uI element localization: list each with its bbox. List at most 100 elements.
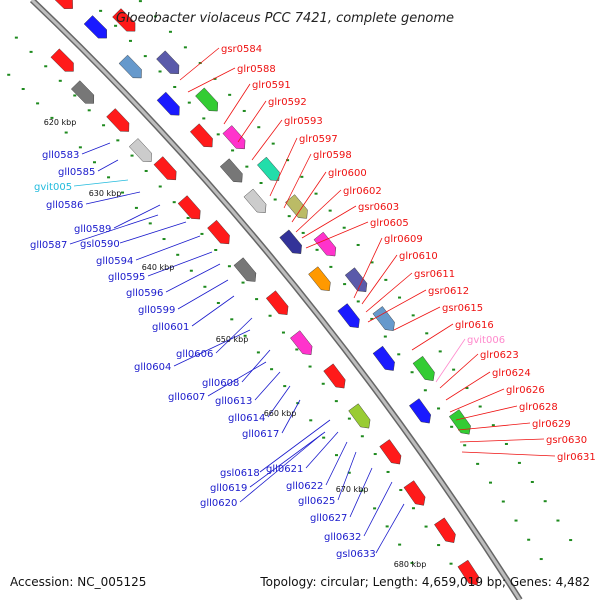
gene-arrow (313, 231, 337, 257)
outer-guide-dot (203, 285, 207, 288)
leader-line (251, 119, 283, 161)
gene-label-right: glr0592 (268, 97, 307, 108)
outer-guide-dot (116, 139, 120, 142)
gene-arrow (403, 480, 426, 506)
leader-line (81, 142, 111, 155)
inner-guide-dot (411, 314, 415, 317)
leader-line (295, 189, 342, 233)
leader-line (187, 67, 236, 93)
gene-arrow (372, 345, 395, 371)
outer-guide-dot (44, 65, 48, 68)
gene-label-left: gll0622 (286, 481, 323, 492)
outer-guide-dot (214, 249, 218, 252)
gene-feature (112, 8, 136, 32)
gene-label-left: gll0613 (215, 396, 252, 407)
gene-arrow (233, 257, 257, 282)
outer-guide-dot (360, 435, 364, 438)
leader-line (113, 204, 161, 229)
gene-label-left: gll0589 (74, 224, 111, 235)
leader-line (361, 254, 398, 305)
outer-guide-dot (334, 454, 338, 457)
gene-feature (379, 439, 402, 465)
inner-guide-dot (286, 159, 290, 162)
inner-guide-dot (300, 175, 304, 178)
leader-line (165, 263, 221, 293)
gene-label-right: gsr0611 (414, 269, 455, 280)
gene-label-left: gll0586 (46, 200, 83, 211)
leader-line (445, 371, 491, 401)
gene-label-left: gll0608 (202, 378, 239, 389)
outer-guide-dot (283, 385, 287, 388)
outer-guide-dot (256, 351, 260, 354)
inner-guide-dot (489, 481, 493, 484)
leader-line (267, 385, 291, 418)
outer-guide-dot (73, 94, 77, 97)
outer-guide-dot (134, 206, 138, 209)
outer-guide-dot (424, 525, 428, 528)
outer-guide-dot (58, 79, 62, 82)
inner-guide-dot (543, 500, 547, 503)
inner-guide-dot (273, 198, 277, 201)
outer-guide-dot (321, 382, 325, 385)
gene-feature (49, 0, 73, 9)
gene-label-right: gsr0603 (358, 202, 399, 213)
gene-label-right: glr0588 (237, 64, 276, 75)
gene-arrow (308, 266, 331, 291)
gene-arrow (337, 303, 360, 328)
inner-guide-dot (245, 165, 249, 168)
leader-line (439, 353, 479, 389)
leader-line (119, 221, 187, 244)
gene-label-left: gll0632 (324, 532, 361, 543)
inner-guide-dot (370, 317, 374, 320)
inner-guide-dot (173, 85, 177, 88)
outer-guide-dot (308, 365, 312, 368)
gene-label-left: gsl0618 (220, 468, 260, 479)
gene-arrow (207, 219, 230, 245)
outer-guide-dot (373, 453, 377, 456)
leader-line (259, 419, 331, 473)
leader-line (223, 83, 251, 125)
outer-guide-dot (437, 544, 441, 547)
gene-arrow (156, 91, 180, 116)
gene-label-right: glr0593 (284, 116, 323, 127)
gene-label-right: gvit006 (467, 335, 505, 346)
gene-arrow (118, 54, 142, 79)
gene-feature (412, 355, 435, 381)
gene-feature (409, 398, 431, 424)
gene-label-left: gll0585 (58, 167, 95, 178)
backbone-line (30, 0, 522, 600)
inner-guide-dot (410, 371, 414, 374)
tick-label: 660 kbp (264, 409, 297, 418)
outer-guide-dot (162, 238, 166, 241)
outer-guide-dot (227, 265, 231, 268)
tick-label: 620 kbp (44, 118, 77, 127)
leader-line (207, 361, 267, 397)
gene-feature (344, 267, 368, 293)
outer-guide-dot (334, 400, 338, 403)
outer-guide-dot (87, 109, 91, 112)
gene-arrow (457, 559, 480, 586)
tick-label: 640 kbp (142, 263, 175, 272)
gene-label-left: gll0621 (266, 464, 303, 475)
inner-guide-dot (202, 117, 206, 120)
inner-guide-dot (569, 539, 573, 542)
gene-label-right: glr0626 (506, 385, 545, 396)
gene-arrow (279, 229, 302, 254)
gene-feature (372, 345, 395, 371)
outer-guide-dot (449, 562, 453, 565)
gene-label-right: gsr0612 (428, 286, 469, 297)
inner-guide-dot (356, 243, 360, 246)
inner-guide-dot (383, 335, 387, 338)
leader-line (97, 159, 119, 172)
outer-guide-dot (347, 471, 351, 474)
gene-label-left: gll0601 (152, 322, 189, 333)
gene-arrow (257, 156, 280, 181)
leader-line (393, 306, 441, 331)
gene-feature (195, 87, 218, 112)
gene-feature (233, 257, 257, 282)
outer-guide-dot (7, 73, 11, 76)
outer-guide-dot (399, 489, 403, 492)
gene-feature (70, 80, 95, 104)
gene-label-right: glr0598 (313, 150, 352, 161)
outer-guide-dot (230, 318, 234, 321)
